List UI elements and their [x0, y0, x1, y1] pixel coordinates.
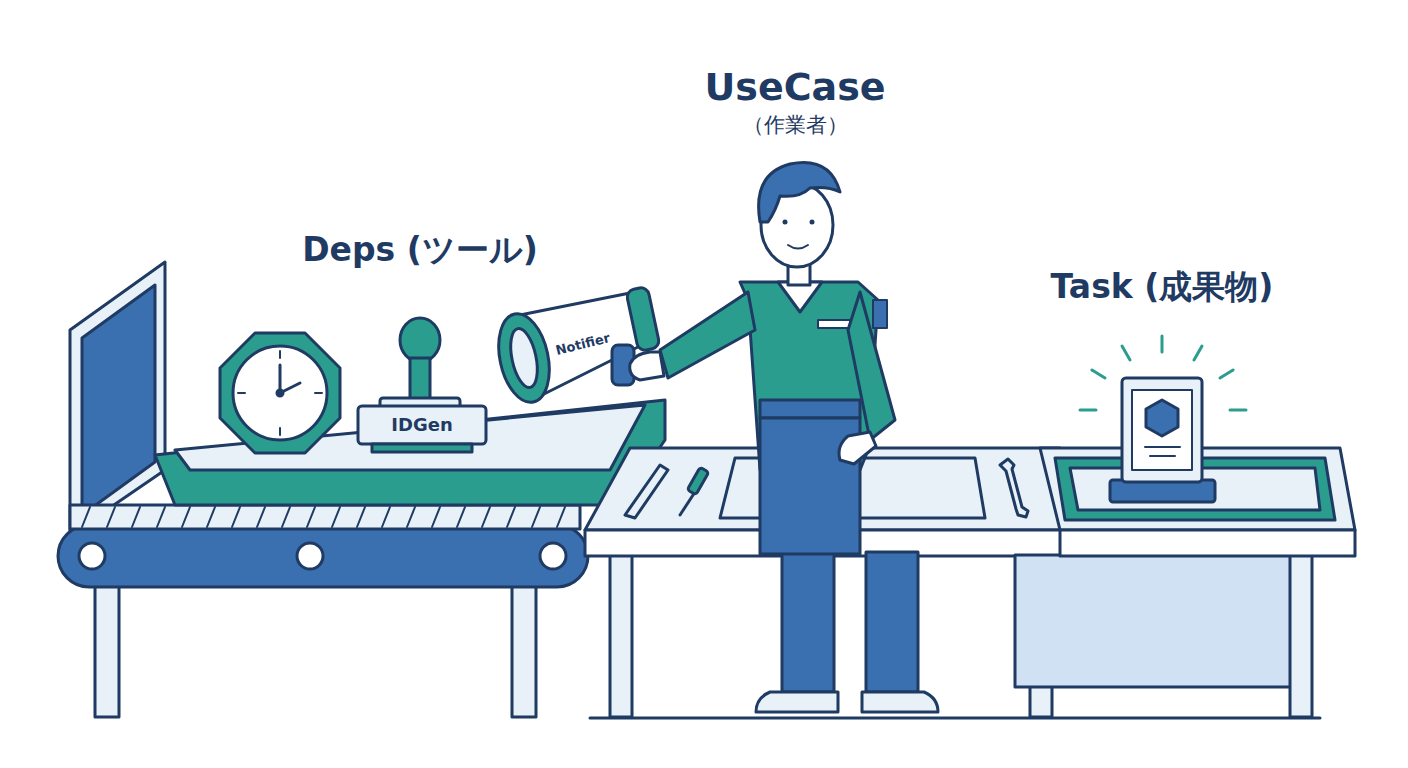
worker-figure [630, 163, 938, 712]
conveyor-panel [70, 262, 165, 535]
stamp-label: IDGen [391, 415, 452, 436]
deps-title: Deps (ツール) [302, 231, 538, 269]
conveyor-legs [95, 585, 536, 717]
conveyor-belt [58, 505, 588, 587]
floor-line [590, 717, 1320, 720]
clock-icon [220, 333, 340, 453]
task-title: Task (成果物) [1051, 268, 1274, 306]
worker-title: UseCase [704, 66, 885, 110]
output-table [1015, 448, 1355, 717]
stamp-icon [358, 318, 486, 452]
task-product [1080, 336, 1246, 502]
worker-subtitle: （作業者） [743, 113, 848, 137]
megaphone-icon [491, 286, 660, 407]
